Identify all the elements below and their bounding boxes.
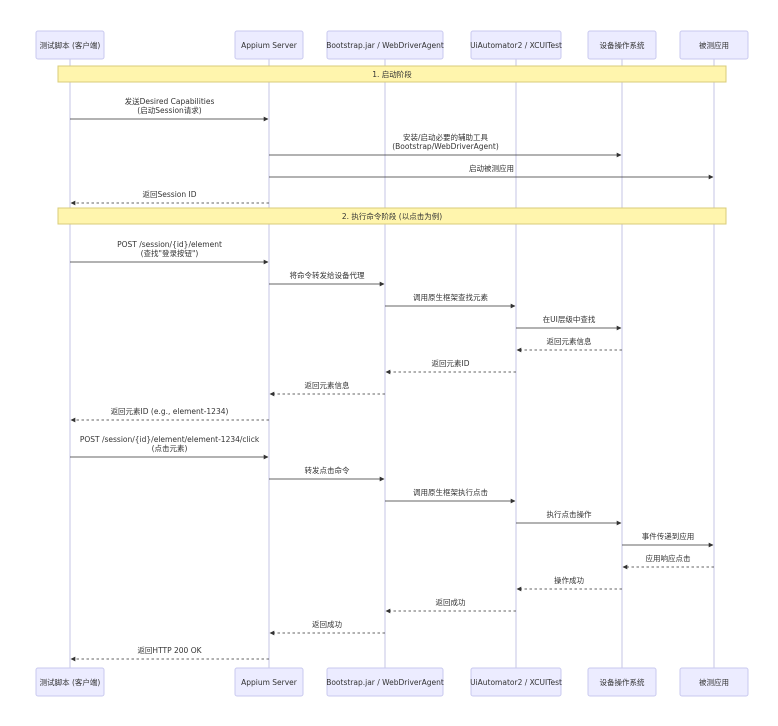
actor-app-bottom: 被测应用 <box>679 667 749 697</box>
actor-box <box>587 30 657 60</box>
message-19: 返回成功 <box>385 597 516 614</box>
actor-box <box>35 30 105 60</box>
message-4: POST /session/{id}/element(查找"登录按钮") <box>70 240 269 265</box>
actor-label: 设备操作系统 <box>600 677 645 687</box>
actor-label: 被测应用 <box>699 40 729 50</box>
message-label: 应用响应点击 <box>646 553 691 563</box>
message-18: 操作成功 <box>516 575 622 592</box>
message-label: POST /session/{id}/element <box>117 240 222 249</box>
message-3: 返回Session ID <box>70 190 269 206</box>
actor-uia-bottom: UiAutomator2 / XCUITest <box>470 667 562 697</box>
message-label: 返回元素信息 <box>547 336 592 346</box>
message-0: 发送Desired Capabilities(启动Session请求) <box>70 96 269 122</box>
message-label: 执行点击操作 <box>547 509 592 519</box>
note-phase2: 2. 执行命令阶段 (以点击为例) <box>57 207 727 225</box>
message-7: 在UI层级中查找 <box>516 314 622 331</box>
message-label: 操作成功 <box>554 575 584 585</box>
message-label: 发送Desired Capabilities <box>125 96 215 106</box>
actor-os-top: 设备操作系统 <box>587 30 657 60</box>
actor-box <box>234 30 304 60</box>
actor-box <box>679 667 749 697</box>
message-5: 将命令转发给设备代理 <box>269 270 385 287</box>
message-label: (Bootstrap/WebDriverAgent) <box>392 142 499 151</box>
message-14: 调用原生框架执行点击 <box>385 487 516 504</box>
actor-os-bottom: 设备操作系统 <box>587 667 657 697</box>
message-label: (启动Session请求) <box>137 105 202 115</box>
message-label: 事件传递到应用 <box>642 531 695 541</box>
actor-box <box>470 30 562 60</box>
actor-box <box>587 667 657 697</box>
actor-label: UiAutomator2 / XCUITest <box>470 678 562 687</box>
message-15: 执行点击操作 <box>516 509 622 526</box>
message-17: 应用响应点击 <box>622 553 714 570</box>
actor-appium-top: Appium Server <box>234 30 304 60</box>
actor-label: 测试脚本 (客户端) <box>40 677 101 687</box>
actor-box <box>326 667 444 697</box>
message-label: 在UI层级中查找 <box>543 314 596 324</box>
message-20: 返回成功 <box>269 619 385 636</box>
message-label: 调用原生框架查找元素 <box>413 292 488 302</box>
message-label: 启动被测应用 <box>469 163 514 173</box>
message-label: 将命令转发给设备代理 <box>290 270 365 280</box>
message-label: POST /session/{id}/element/element-1234/… <box>80 435 260 444</box>
message-label: 返回成功 <box>436 597 466 607</box>
note-box <box>57 207 727 225</box>
actor-label: 设备操作系统 <box>600 40 645 50</box>
note-phase1: 1. 启动阶段 <box>57 65 727 83</box>
message-label: (查找"登录按钮") <box>141 248 199 258</box>
actor-bootstrap-bottom: Bootstrap.jar / WebDriverAgent <box>326 667 444 697</box>
note-label: 1. 启动阶段 <box>372 69 412 79</box>
actor-app-top: 被测应用 <box>679 30 749 60</box>
actor-label: UiAutomator2 / XCUITest <box>470 41 562 50</box>
note-box <box>57 65 727 83</box>
actor-client-top: 测试脚本 (客户端) <box>35 30 105 60</box>
message-6: 调用原生框架查找元素 <box>385 292 516 309</box>
message-12: POST /session/{id}/element/element-1234/… <box>70 435 269 460</box>
actor-label: Appium Server <box>241 41 298 50</box>
actor-appium-bottom: Appium Server <box>234 667 304 697</box>
note-label: 2. 执行命令阶段 (以点击为例) <box>342 211 442 221</box>
message-1: 安装/启动必要的辅助工具(Bootstrap/WebDriverAgent) <box>269 132 622 158</box>
actor-label: Bootstrap.jar / WebDriverAgent <box>326 41 444 50</box>
actor-box <box>234 667 304 697</box>
message-10: 返回元素信息 <box>269 380 385 397</box>
message-label: 返回元素信息 <box>305 380 350 390</box>
message-8: 返回元素信息 <box>516 336 622 353</box>
actor-bootstrap-top: Bootstrap.jar / WebDriverAgent <box>326 30 444 60</box>
message-label: 返回HTTP 200 OK <box>137 646 202 655</box>
message-label: 调用原生框架执行点击 <box>413 487 488 497</box>
actor-box <box>470 667 562 697</box>
actor-label: Appium Server <box>241 678 298 687</box>
message-label: 返回元素ID <box>432 358 470 368</box>
message-21: 返回HTTP 200 OK <box>70 646 269 662</box>
message-16: 事件传递到应用 <box>622 531 714 548</box>
message-11: 返回元素ID (e.g., element-1234) <box>70 406 269 423</box>
message-label: 转发点击命令 <box>305 465 350 475</box>
actor-box <box>326 30 444 60</box>
actor-box <box>35 667 105 697</box>
actor-label: 被测应用 <box>699 677 729 687</box>
actor-uia-top: UiAutomator2 / XCUITest <box>470 30 562 60</box>
actor-label: Bootstrap.jar / WebDriverAgent <box>326 678 444 687</box>
message-label: 安装/启动必要的辅助工具 <box>403 132 489 142</box>
actor-client-bottom: 测试脚本 (客户端) <box>35 667 105 697</box>
message-label: 返回元素ID (e.g., element-1234) <box>111 406 229 416</box>
message-9: 返回元素ID <box>385 358 516 375</box>
message-13: 转发点击命令 <box>269 465 385 482</box>
message-2: 启动被测应用 <box>269 163 714 180</box>
actor-label: 测试脚本 (客户端) <box>40 40 101 50</box>
message-label: 返回Session ID <box>143 190 197 199</box>
message-label: (点击元素) <box>152 443 188 453</box>
actor-box <box>679 30 749 60</box>
message-label: 返回成功 <box>312 619 342 629</box>
